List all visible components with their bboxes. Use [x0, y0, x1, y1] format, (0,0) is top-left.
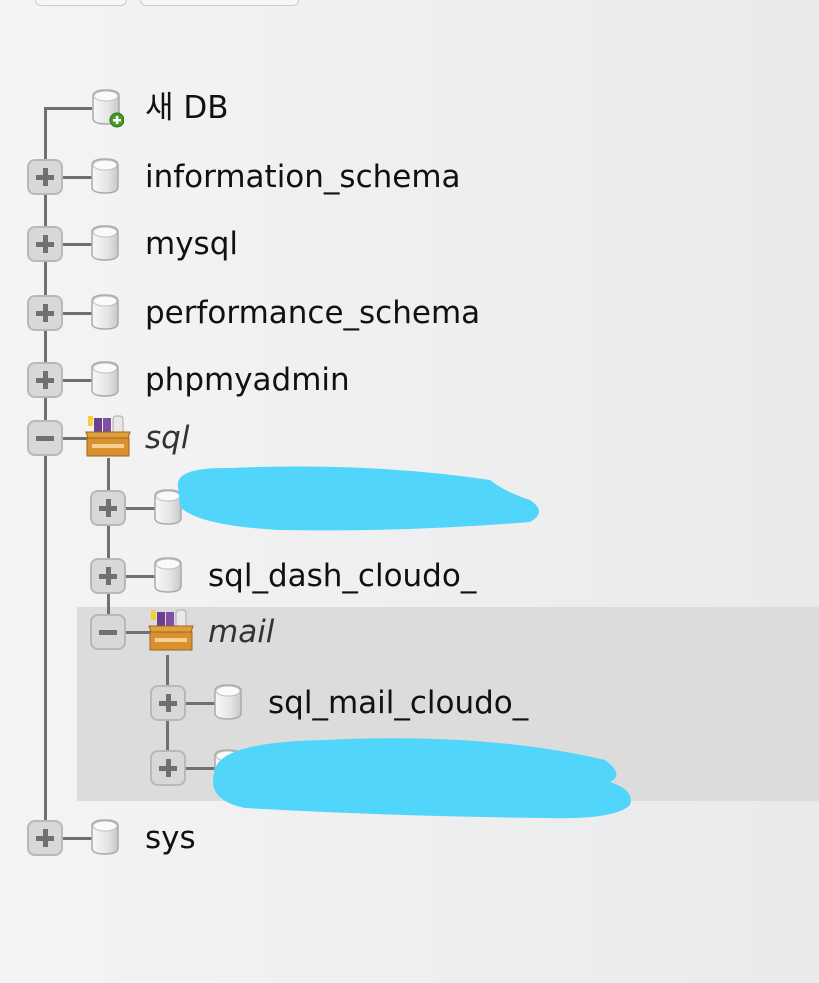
expand-button[interactable] — [27, 820, 63, 856]
tree-line — [45, 379, 95, 382]
expand-button[interactable] — [27, 295, 63, 331]
database-group-icon[interactable] — [84, 414, 132, 460]
redaction-mark — [170, 462, 550, 541]
expand-button[interactable] — [150, 685, 186, 721]
tree-line — [108, 507, 158, 510]
tree-line — [45, 176, 95, 179]
database-icon[interactable] — [89, 224, 119, 261]
database-icon[interactable] — [152, 556, 182, 593]
top-button-1[interactable] — [35, 0, 127, 6]
database-label[interactable]: mysql — [145, 226, 238, 262]
tree-line — [168, 702, 218, 705]
database-label[interactable]: mail — [208, 614, 275, 650]
tree-line — [44, 107, 92, 110]
tree-line — [45, 243, 95, 246]
database-label[interactable]: phpmyadmin — [145, 362, 350, 398]
database-label[interactable]: information_schema — [145, 159, 461, 195]
database-group-icon[interactable] — [147, 608, 195, 654]
database-label[interactable]: sys — [145, 820, 196, 856]
tree-line — [45, 837, 95, 840]
expand-button[interactable] — [90, 558, 126, 594]
tree-line — [107, 458, 110, 632]
database-label[interactable]: sql_mail_cloudo_ — [268, 685, 529, 721]
database-icon[interactable] — [89, 818, 119, 855]
database-label[interactable]: performance_schema — [145, 295, 481, 331]
database-icon[interactable] — [89, 157, 119, 194]
database-label[interactable]: sql_dash_cloudo_ — [208, 558, 477, 594]
expand-button[interactable] — [27, 226, 63, 262]
database-icon[interactable] — [212, 683, 242, 720]
database-label[interactable]: sql — [145, 420, 190, 456]
tree-line — [45, 312, 95, 315]
expand-button[interactable] — [150, 750, 186, 786]
tree-line — [108, 575, 158, 578]
tree-line — [44, 108, 47, 838]
tree-line — [108, 631, 152, 634]
expand-button[interactable] — [27, 362, 63, 398]
tree-line — [45, 437, 89, 440]
database-icon[interactable] — [89, 293, 119, 330]
new-db-label[interactable]: 새 DB — [145, 90, 229, 126]
expand-button[interactable] — [27, 159, 63, 195]
redaction-mark — [205, 730, 640, 826]
collapse-button[interactable] — [27, 420, 63, 456]
database-icon[interactable] — [89, 360, 119, 397]
tree-line — [168, 767, 218, 770]
top-button-2[interactable] — [140, 0, 299, 6]
database-icon[interactable] — [152, 488, 182, 525]
collapse-button[interactable] — [90, 614, 126, 650]
new-database-icon[interactable] — [90, 88, 125, 128]
expand-button[interactable] — [90, 490, 126, 526]
